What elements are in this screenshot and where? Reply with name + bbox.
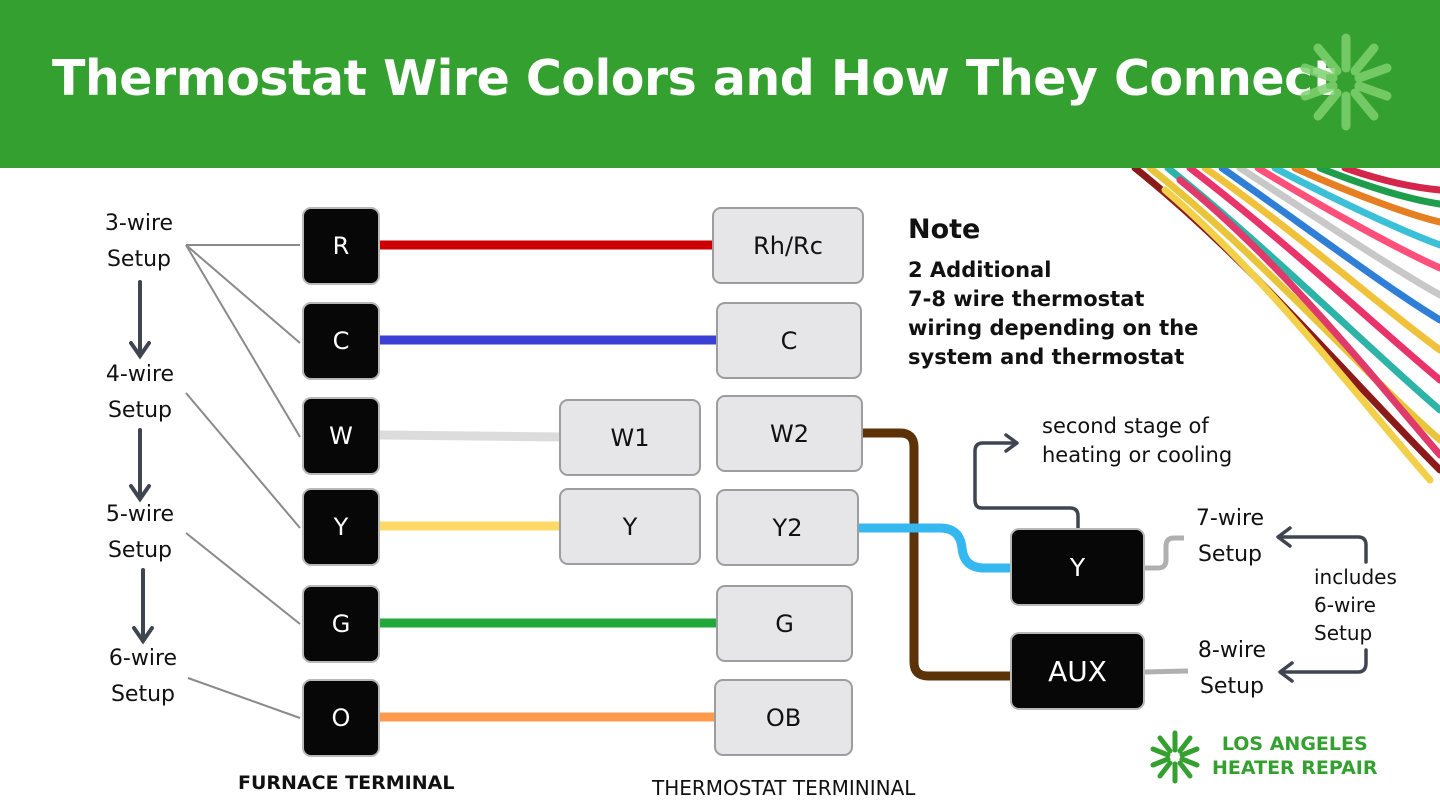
wire-brown	[862, 428, 1012, 681]
setup-label-4-wire: 4-wire Setup	[85, 357, 195, 429]
setup-label-6-wire: 6-wire Setup	[88, 641, 198, 713]
wiring-diagram	[129, 168, 1440, 722]
thermostat-terminal-w2: W2	[716, 395, 863, 472]
setup-label-3-wire: 3-wire Setup	[84, 206, 194, 278]
second-stage-label: second stage of heating or cooling	[1042, 412, 1232, 470]
thermostat-terminal-c: C	[716, 302, 862, 379]
extra-terminal-aux: AUX	[1010, 632, 1145, 710]
thermostat-terminal-y2: Y2	[716, 489, 859, 566]
setup-label-line: 5-wire	[105, 502, 175, 527]
furnace-terminal-caption: FURNACE TERMINAL	[238, 772, 455, 794]
furnace-terminal-w: W	[302, 397, 380, 475]
includes-line: Setup	[1314, 621, 1373, 645]
setup-label-8-wire: 8-wire Setup	[1177, 633, 1287, 705]
sunburst-logo-icon	[1150, 730, 1200, 784]
second-stage-line: second stage of	[1042, 414, 1209, 438]
setup-connector-lines	[185, 244, 301, 719]
brand-line: HEATER REPAIR	[1212, 757, 1378, 779]
includes-line: 6-wire	[1314, 593, 1376, 617]
setup-label-line: Setup	[107, 398, 173, 423]
setup-label-5-wire: 5-wire Setup	[85, 497, 195, 569]
note-line: 2 Additional	[908, 258, 1052, 282]
includes-6-wire-label: includes 6-wire Setup	[1314, 563, 1397, 647]
setup-label-line: 4-wire	[105, 362, 175, 387]
arrow-down-icon	[129, 280, 154, 645]
second-stage-line: heating or cooling	[1042, 443, 1233, 467]
colored-wire-bundle-image	[1131, 168, 1440, 484]
setup-label-line: 7-wire	[1195, 506, 1265, 531]
includes-line: includes	[1314, 565, 1397, 589]
brand-name: LOS ANGELES HEATER REPAIR	[1212, 732, 1378, 780]
note-line: wiring depending on the	[908, 316, 1199, 340]
furnace-terminal-g: G	[302, 585, 380, 663]
thermostat-terminal-g: G	[716, 585, 853, 662]
setup-label-line: Setup	[1197, 542, 1263, 567]
note-line: 7-8 wire thermostat	[908, 287, 1145, 311]
furnace-terminal-c: C	[302, 302, 380, 380]
setup-connector-short	[1143, 535, 1189, 675]
setup-label-line: Setup	[110, 682, 176, 707]
wire-white	[377, 430, 562, 442]
setup-label-7-wire: 7-wire Setup	[1175, 501, 1285, 573]
arrow-left-icon	[1276, 526, 1368, 683]
setup-label-line: 6-wire	[108, 646, 178, 671]
furnace-terminal-y: Y	[302, 488, 380, 566]
setup-label-line: Setup	[1199, 674, 1265, 699]
setup-label-line: Setup	[107, 538, 173, 563]
thermostat-terminal-caption: THERMOSTAT TERMININAL	[652, 776, 916, 800]
page-title: Thermostat Wire Colors and How They Conn…	[52, 50, 1336, 107]
arrow-up-right-icon	[973, 433, 1080, 530]
furnace-terminal-r: R	[302, 207, 380, 285]
setup-label-line: 3-wire	[104, 211, 174, 236]
extra-terminal-y: Y	[1010, 528, 1145, 606]
thermostat-terminal-rh-rc: Rh/Rc	[712, 207, 864, 284]
brand-line: LOS ANGELES	[1221, 733, 1368, 755]
setup-label-line: Setup	[106, 247, 172, 272]
thermostat-terminal-y: Y	[559, 488, 701, 565]
thermostat-terminal-ob: OB	[714, 679, 853, 756]
note-title: Note	[908, 214, 981, 245]
setup-label-line: 8-wire	[1197, 638, 1267, 663]
note-line: system and thermostat	[908, 345, 1185, 369]
header-banner: Thermostat Wire Colors and How They Conn…	[0, 0, 1440, 168]
sunburst-logo-icon	[1300, 33, 1392, 131]
wire-light-blue	[858, 523, 1012, 573]
furnace-terminal-o: O	[302, 679, 380, 757]
thermostat-terminal-w1: W1	[559, 399, 701, 476]
note-body: 2 Additional 7-8 wire thermostat wiring …	[908, 256, 1198, 372]
